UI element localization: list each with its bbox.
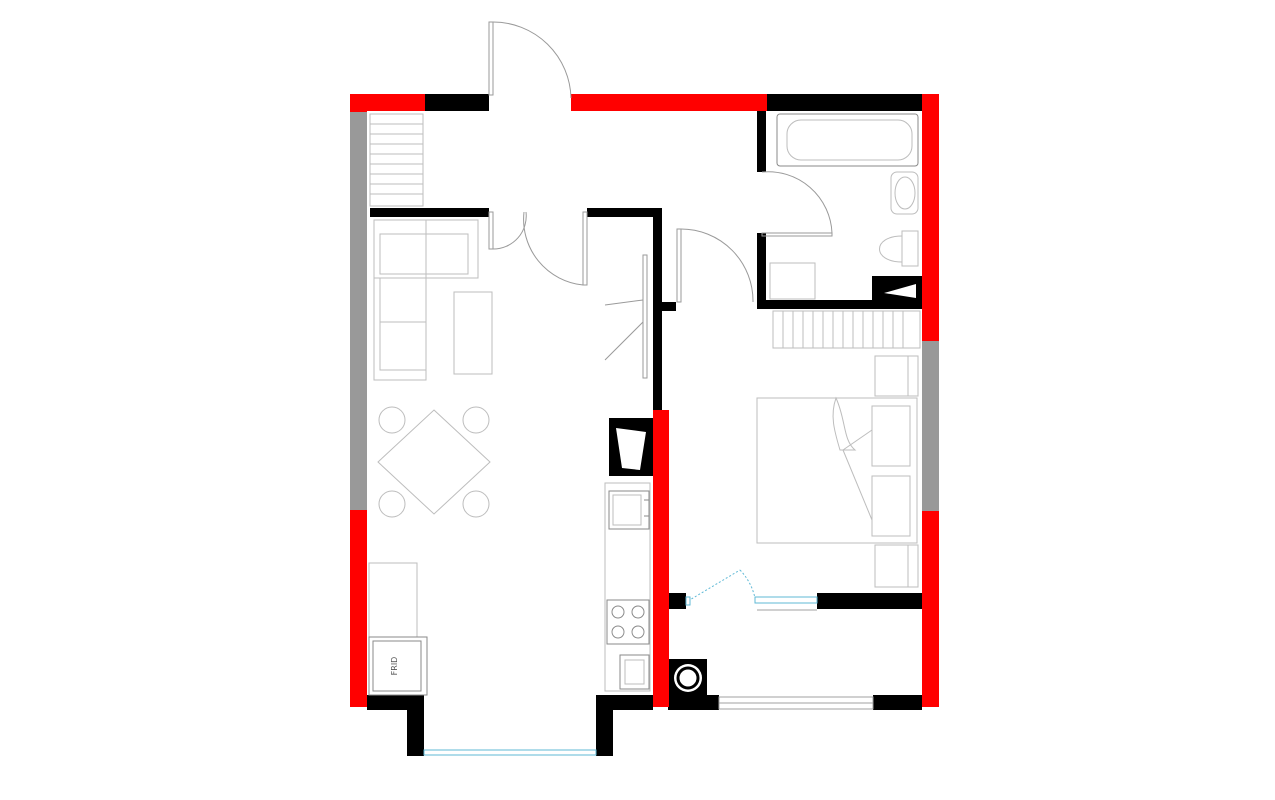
left-wall-red-bottom (350, 510, 367, 707)
bath-wall-bottom (757, 300, 922, 309)
bottom-wall-loggia-left (668, 695, 719, 710)
windows (423, 696, 874, 756)
right-wall-red-bottom (922, 511, 939, 707)
doors (488, 21, 833, 611)
bottom-wall-loggia-right (873, 695, 922, 710)
loggia-door (685, 569, 818, 611)
exterior-walls (350, 94, 939, 756)
toilet-icon (879, 230, 919, 267)
left-window-wall (350, 112, 367, 510)
bath-wall-left-bottom (757, 233, 766, 307)
kitchen-counter (604, 482, 651, 692)
sofa-icon (373, 219, 479, 381)
bed-icon (756, 396, 918, 544)
bath-wall-left-top (757, 111, 766, 172)
kitchen-sink-icon (608, 490, 650, 530)
central-red-wall (653, 410, 669, 707)
interior-walls (370, 111, 922, 707)
loggia-fixtures (669, 659, 707, 697)
hall-partition-top (587, 208, 662, 217)
oven-icon (619, 654, 650, 690)
kitchen-fixtures: FRID (368, 482, 651, 696)
entrance-door (488, 21, 572, 99)
bathroom-fixtures (769, 113, 919, 300)
stove-icon (606, 599, 650, 645)
left-wall-red-top (350, 94, 367, 112)
living-room-door (488, 211, 588, 286)
bay-wall-right (596, 695, 613, 756)
top-wall-black-left (425, 94, 489, 111)
hall-wardrobe (369, 113, 424, 207)
dining-table-icon (377, 406, 491, 518)
bedroom-wardrobe (772, 310, 921, 349)
top-wall-red-left (350, 94, 425, 111)
bath-shaft (872, 276, 922, 309)
loggia-wall-right (817, 593, 922, 609)
partition-stub (653, 302, 676, 311)
fridge-label: FRID (390, 657, 399, 676)
bottom-wall-mid (596, 695, 653, 710)
bedroom-door (676, 228, 754, 303)
nightstand-bottom-icon (874, 544, 919, 588)
nightstand-top-icon (874, 355, 919, 397)
bay-wall-left (407, 695, 424, 756)
right-window-wall (922, 341, 939, 511)
top-wall-black-right (767, 94, 922, 111)
top-wall-red-mid (571, 94, 767, 111)
bedroom-furniture (756, 355, 919, 588)
washbasin-icon (890, 171, 919, 215)
living-furniture (373, 219, 493, 518)
coffee-table-icon (453, 291, 493, 375)
kitchen-shaft (609, 418, 653, 476)
loggia-wall-left (669, 593, 686, 609)
bathroom-door (761, 171, 833, 237)
hall-wall-left (370, 208, 489, 217)
sliding-door (604, 254, 648, 379)
bay-window (423, 749, 597, 756)
right-wall-red-top (922, 94, 939, 341)
washing-machine-icon (769, 262, 816, 300)
fridge-icon: FRID (368, 562, 428, 696)
bathtub-icon (776, 113, 919, 167)
boiler-icon (669, 659, 707, 697)
